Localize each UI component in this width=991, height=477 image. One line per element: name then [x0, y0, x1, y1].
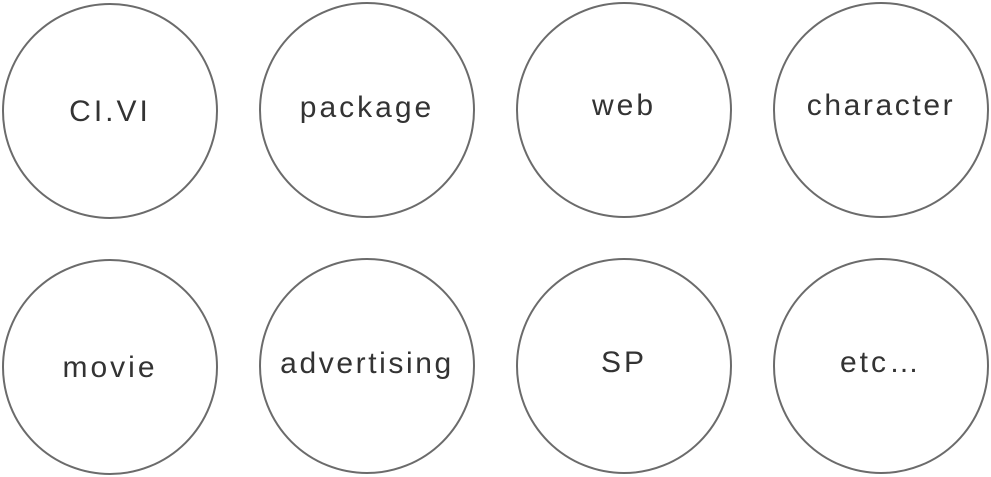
- category-label: SP: [600, 345, 648, 379]
- category-circle-package[interactable]: package: [259, 2, 475, 218]
- category-circle-character[interactable]: character: [773, 2, 989, 218]
- category-circle-movie[interactable]: movie: [2, 259, 218, 475]
- category-circle-ci-vi[interactable]: CI.VI: [2, 3, 218, 219]
- category-label: character: [806, 89, 956, 122]
- category-label: etc…: [839, 346, 923, 379]
- category-label: package: [299, 91, 435, 124]
- category-label: movie: [62, 351, 158, 384]
- category-circle-web[interactable]: web: [516, 2, 732, 218]
- category-label: advertising: [280, 346, 454, 380]
- category-label: web: [591, 89, 657, 122]
- category-circle-etc[interactable]: etc…: [773, 258, 989, 474]
- category-circle-advertising[interactable]: advertising: [259, 258, 475, 474]
- category-label: CI.VI: [69, 95, 151, 128]
- category-circle-sp[interactable]: SP: [516, 258, 732, 474]
